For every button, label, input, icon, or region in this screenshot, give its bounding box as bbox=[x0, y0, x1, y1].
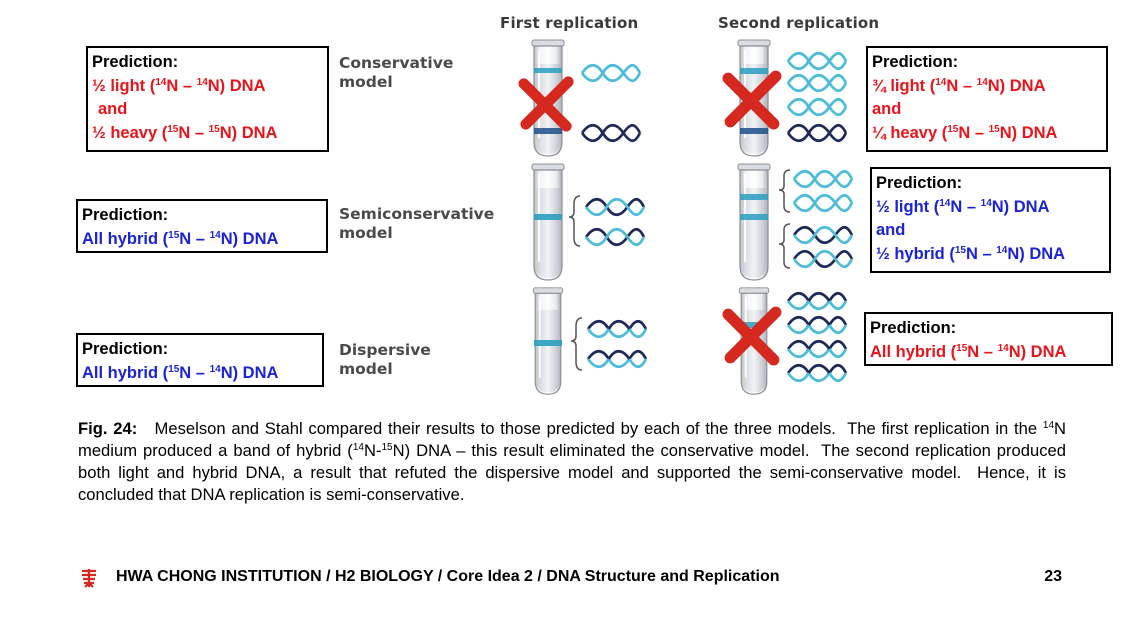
figure-caption: Fig. 24: Meselson and Stahl compared the… bbox=[78, 419, 1066, 504]
hybrid-dna-icon bbox=[792, 225, 854, 245]
semiconservative-first-tube bbox=[531, 163, 565, 281]
bracket bbox=[570, 317, 583, 371]
prediction-heading: Prediction: bbox=[82, 340, 169, 358]
dispersive-second-tube bbox=[738, 286, 770, 396]
prediction-line: All hybrid (15N – 14N) DNA bbox=[82, 363, 279, 382]
prediction-line: and bbox=[872, 100, 902, 118]
semiconservative-second-tube bbox=[737, 163, 771, 281]
prediction-line: All hybrid (15N – 14N) DNA bbox=[82, 229, 279, 248]
page-footer: HWA CHONG INSTITUTION / H2 BIOLOGY / Cor… bbox=[78, 567, 1068, 591]
prediction-dispersive-second: Prediction: All hybrid (15N – 14N) DNA bbox=[864, 312, 1113, 366]
model-label-conservative: Conservative model bbox=[339, 54, 454, 91]
mixed-dna-icon bbox=[786, 363, 848, 383]
prediction-line: ¼ heavy (15N – 15N) DNA bbox=[872, 123, 1058, 142]
second-replication-header: Second replication bbox=[718, 14, 880, 32]
hybrid-dna-icon bbox=[584, 227, 646, 247]
prediction-line: and bbox=[98, 100, 128, 118]
conservative-second-tube bbox=[737, 39, 771, 157]
hybrid-dna-icon bbox=[792, 249, 854, 269]
school-logo-icon bbox=[79, 568, 99, 588]
conservative-first-tube bbox=[531, 39, 565, 157]
prediction-heading: Prediction: bbox=[876, 174, 963, 192]
light-dna-icon bbox=[786, 73, 848, 93]
prediction-conservative-second: Prediction: ¾ light (14N – 14N) DNA and … bbox=[866, 46, 1108, 152]
prediction-line: ½ light (14N – 14N) DNA bbox=[92, 76, 266, 95]
prediction-semiconservative-first: Prediction: All hybrid (15N – 14N) DNA bbox=[76, 199, 328, 253]
mixed-dna-icon bbox=[786, 291, 848, 311]
mixed-dna-icon bbox=[786, 339, 848, 359]
light-dna-icon bbox=[792, 169, 854, 189]
prediction-heading: Prediction: bbox=[92, 53, 179, 71]
dispersive-first-tube bbox=[532, 286, 564, 396]
prediction-heading: Prediction: bbox=[872, 53, 959, 71]
mixed-dna-icon bbox=[786, 315, 848, 335]
heavy-dna-icon bbox=[786, 123, 848, 143]
prediction-semiconservative-second: Prediction: ½ light (14N – 14N) DNA and … bbox=[870, 167, 1111, 273]
first-replication-header: First replication bbox=[500, 14, 639, 32]
hybrid-dna-icon bbox=[584, 197, 646, 217]
light-dna-icon bbox=[580, 63, 642, 83]
prediction-line: ½ light (14N – 14N) DNA bbox=[876, 197, 1050, 216]
model-label-dispersive: Dispersive model bbox=[339, 341, 431, 378]
prediction-conservative-first: Prediction: ½ light (14N – 14N) DNA and … bbox=[86, 46, 329, 152]
prediction-heading: Prediction: bbox=[870, 319, 957, 337]
prediction-line: All hybrid (15N – 14N) DNA bbox=[870, 342, 1067, 361]
prediction-line: and bbox=[876, 221, 906, 239]
page-number: 23 bbox=[1044, 568, 1062, 585]
heavy-dna-icon bbox=[580, 123, 642, 143]
light-dna-icon bbox=[792, 193, 854, 213]
prediction-line: ½ hybrid (15N – 14N) DNA bbox=[876, 244, 1066, 263]
prediction-line: ½ heavy (15N – 15N) DNA bbox=[92, 123, 278, 142]
bracket bbox=[778, 223, 791, 269]
light-dna-icon bbox=[786, 97, 848, 117]
mixed-dna-icon bbox=[586, 349, 648, 369]
caption-label: Fig. 24: bbox=[78, 419, 138, 438]
model-label-semiconservative: Semiconservative model bbox=[339, 205, 495, 242]
bracket bbox=[778, 169, 791, 213]
replication-models-figure bbox=[0, 39, 854, 396]
light-dna-icon bbox=[786, 51, 848, 71]
prediction-heading: Prediction: bbox=[82, 206, 169, 224]
prediction-line: ¾ light (14N – 14N) DNA bbox=[872, 76, 1046, 95]
bracket bbox=[568, 195, 581, 247]
footer-text: HWA CHONG INSTITUTION / H2 BIOLOGY / Cor… bbox=[116, 568, 780, 585]
mixed-dna-icon bbox=[586, 319, 648, 339]
prediction-dispersive-first: Prediction: All hybrid (15N – 14N) DNA bbox=[76, 333, 324, 387]
